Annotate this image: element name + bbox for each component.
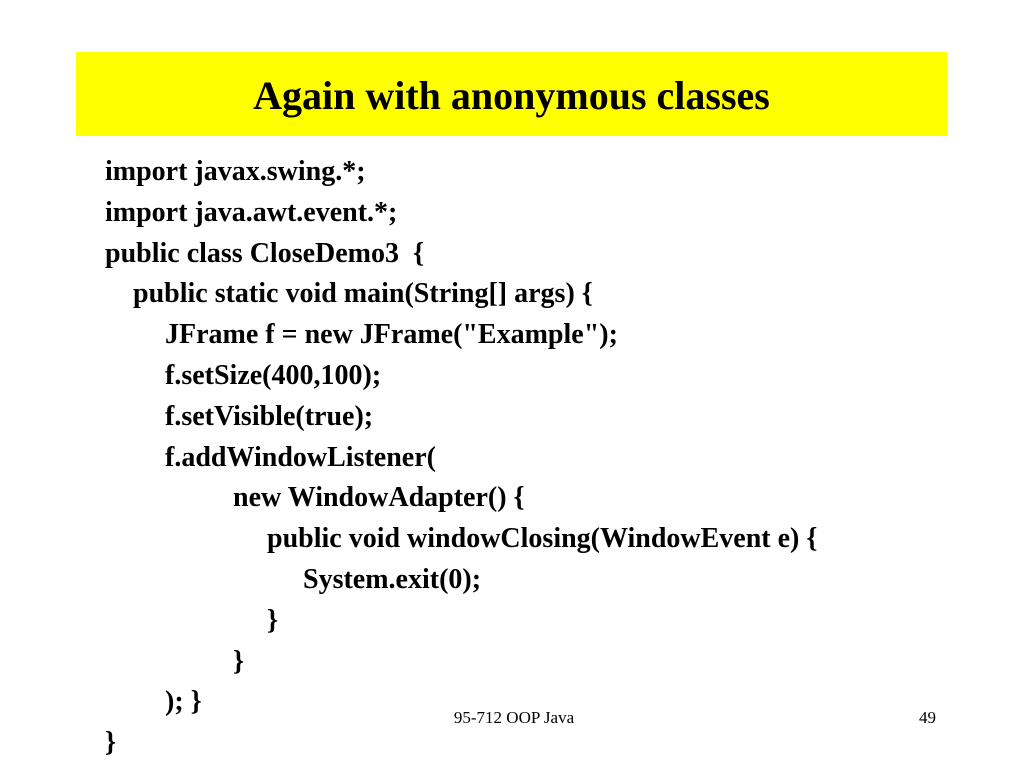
code-line: import java.awt.event.*; <box>105 196 398 228</box>
slide-title: Again with anonymous classes <box>253 73 770 118</box>
code-line: System.exit(0); <box>303 563 482 595</box>
footer-course: 95-712 OOP Java <box>0 708 1024 728</box>
code-line: public class CloseDemo3 { <box>105 237 425 269</box>
code-line: new WindowAdapter() { <box>233 482 525 514</box>
code-line: f.setVisible(true); <box>165 400 374 432</box>
code-line: import javax.swing.*; <box>105 156 366 187</box>
code-line: } <box>105 727 117 759</box>
code-line: } <box>267 604 279 636</box>
code-line: ); } <box>165 686 202 718</box>
code-line: } <box>233 645 245 677</box>
code-line: public void windowClosing(WindowEvent e)… <box>267 523 818 555</box>
footer-course-label: 95-712 OOP Java <box>453 708 575 727</box>
code-line: JFrame f = new JFrame("Example"); <box>165 319 618 351</box>
title-banner: Again with anonymous classes <box>76 52 947 136</box>
code-line: f.setSize(400,100); <box>165 359 382 391</box>
code-line: public static void main(String[] args) { <box>133 278 593 310</box>
page-number: 49 <box>919 708 936 727</box>
code-block: import javax.swing.*; import java.awt.ev… <box>105 152 817 764</box>
code-line: f.addWindowListener( <box>165 441 436 473</box>
